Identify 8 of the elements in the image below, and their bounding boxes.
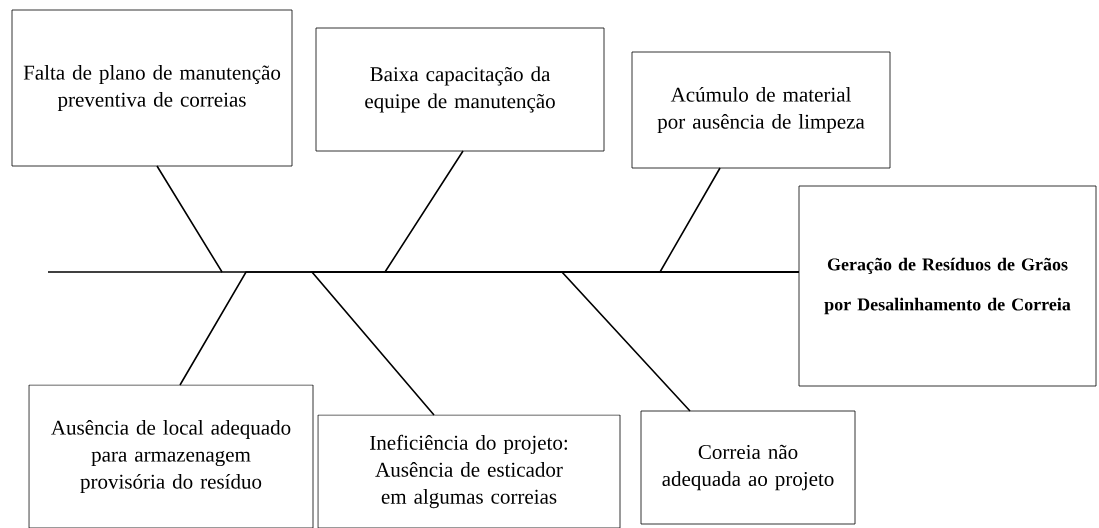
cause-box: Acúmulo de material por ausência de limpeza [631,51,891,169]
cause-box: Correia não adequada ao projeto [640,410,856,525]
cause-box: Ineficiência do projeto: Ausência de esticador em algumas correias [317,414,621,528]
cause-box: Baixa capacitação da equipe de manutenção [315,27,605,152]
effect-box: Geração de Resíduos de Grãos por Desalinhamento de Correia [798,185,1097,387]
branch-line [560,271,800,412]
cause-box: Ausência de local adequado para armazenagem provisória do resíduo [28,384,314,528]
cause-box: Falta de plano de manutenção preventiva de correias [11,9,293,167]
